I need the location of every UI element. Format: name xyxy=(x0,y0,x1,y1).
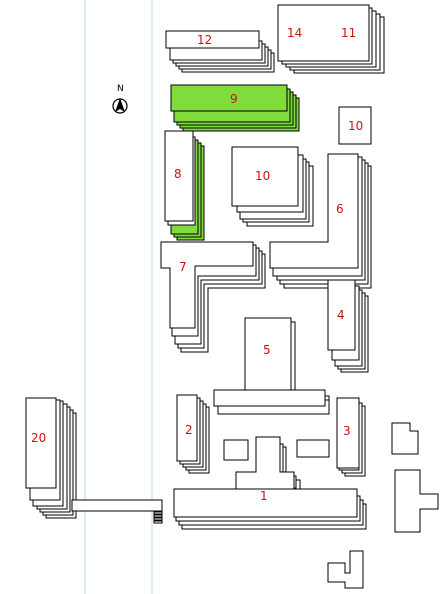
building-label-4: 4 xyxy=(337,308,345,322)
building-label-13: 12 xyxy=(197,33,212,47)
corridor-bridge xyxy=(71,499,163,512)
building-8[interactable]: 8 xyxy=(164,130,205,241)
building-6[interactable]: 6 xyxy=(269,153,372,289)
building-11[interactable]: 10 xyxy=(338,106,372,145)
courtyard-block-right xyxy=(296,439,330,458)
building-label-12: 11 xyxy=(341,26,356,40)
building-20[interactable]: 20 xyxy=(25,397,77,519)
building-label-14: 14 xyxy=(287,26,302,40)
building-13[interactable]: 12 xyxy=(165,30,275,73)
building-label-5: 5 xyxy=(263,343,271,357)
annex-building-small xyxy=(327,550,364,589)
building-label-9: 9 xyxy=(230,92,238,106)
annex-building-north xyxy=(391,422,419,455)
building-7[interactable]: 7 xyxy=(160,241,266,353)
annex-building-south xyxy=(394,469,439,533)
building-label-2: 2 xyxy=(185,423,193,437)
building-10[interactable]: 10 xyxy=(231,146,314,227)
building-12-14[interactable]: 14 11 xyxy=(277,4,385,74)
building-3[interactable]: 3 xyxy=(336,397,366,477)
building-label-10: 10 xyxy=(255,169,270,183)
building-label-7: 7 xyxy=(179,260,187,274)
building-2[interactable]: 2 xyxy=(176,394,210,474)
compass-letter: N xyxy=(117,84,124,94)
building-label-3: 3 xyxy=(343,424,351,438)
building-1[interactable]: 1 xyxy=(173,436,367,530)
building-label-6: 6 xyxy=(336,202,344,216)
building-4[interactable]: 4 xyxy=(327,279,369,373)
building-label-11: 10 xyxy=(348,119,363,133)
building-9[interactable]: 9 xyxy=(170,84,300,132)
courtyard-block-left xyxy=(223,439,249,461)
north-compass-icon: N xyxy=(112,84,128,114)
building-label-8: 8 xyxy=(174,167,182,181)
building-label-1: 1 xyxy=(260,489,268,503)
stairs-icon xyxy=(153,511,163,524)
building-5[interactable]: 5 xyxy=(213,317,330,415)
building-label-20: 20 xyxy=(31,431,46,445)
